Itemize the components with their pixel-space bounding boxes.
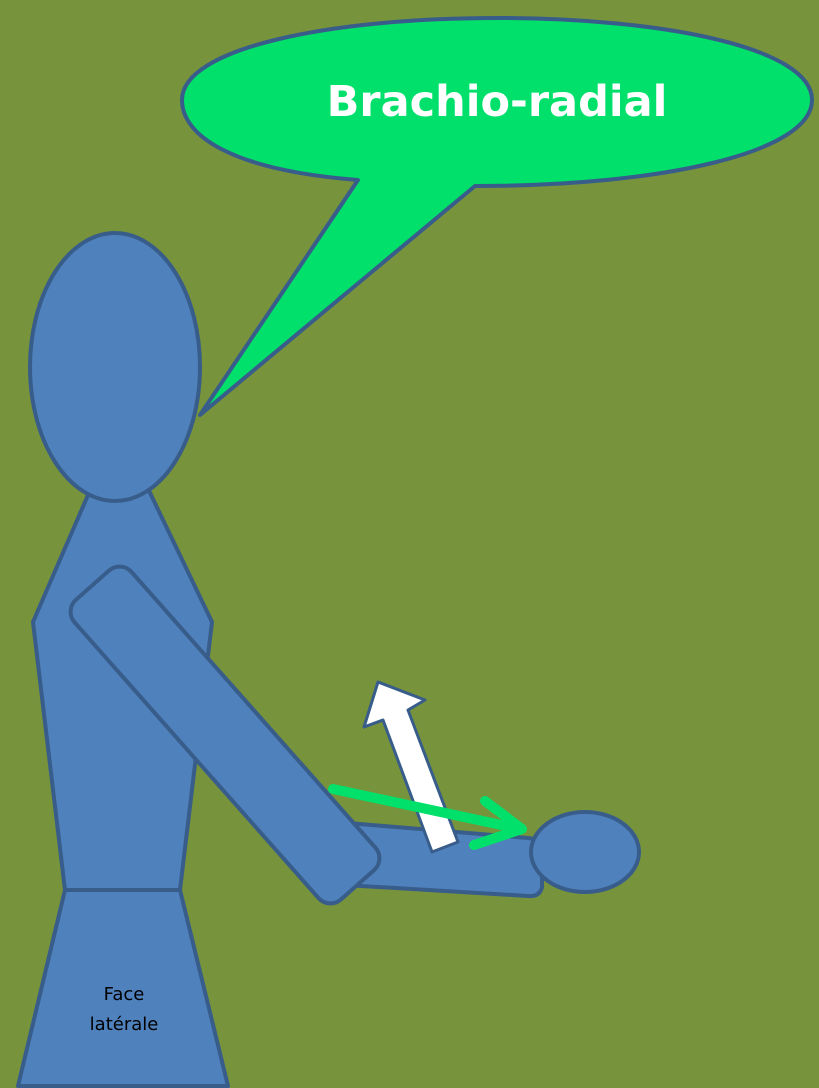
skirt-label-line2: latérale xyxy=(90,1014,159,1035)
figure-hand xyxy=(531,812,639,892)
skirt-label-line1: Face xyxy=(104,984,145,1005)
bubble-title: Brachio-radial xyxy=(327,77,668,127)
figure-head xyxy=(30,233,200,501)
